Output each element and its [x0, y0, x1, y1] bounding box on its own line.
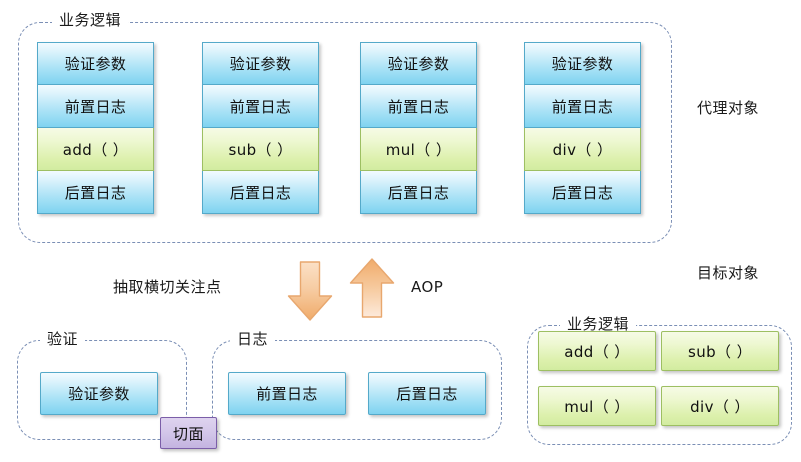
validate-group [17, 340, 187, 440]
cell-after-log[interactable]: 后置日志 [360, 171, 477, 214]
cell-after-log[interactable]: 后置日志 [524, 171, 641, 214]
cell-validate-params[interactable]: 验证参数 [360, 42, 477, 85]
proxy-group-label: 业务逻辑 [52, 12, 129, 29]
aspect-badge[interactable]: 切面 [160, 417, 217, 449]
proxy-column-add: 验证参数 前置日志 add（ ） 后置日志 [37, 42, 154, 214]
cell-validate-params[interactable]: 验证参数 [202, 42, 319, 85]
cell-before-log[interactable]: 前置日志 [360, 85, 477, 128]
cell-after-log[interactable]: 后置日志 [202, 171, 319, 214]
proxy-column-div: 验证参数 前置日志 div（ ） 后置日志 [524, 42, 641, 214]
proxy-column-mul: 验证参数 前置日志 mul（ ） 后置日志 [360, 42, 477, 214]
cell-method-sub[interactable]: sub（ ） [202, 128, 319, 171]
aop-label: AOP [411, 278, 444, 296]
up-arrow-icon [349, 258, 395, 318]
target-business-group [527, 325, 792, 445]
target-group-label: 业务逻辑 [560, 316, 637, 333]
proxy-object-title: 代理对象 [697, 99, 760, 117]
cell-after-log[interactable]: 后置日志 [37, 171, 154, 214]
cell-before-log[interactable]: 前置日志 [37, 85, 154, 128]
target-method-div[interactable]: div（ ） [661, 386, 779, 426]
target-method-sub[interactable]: sub（ ） [661, 331, 779, 371]
cell-before-log[interactable]: 前置日志 [524, 85, 641, 128]
log-group-label: 日志 [230, 331, 276, 348]
proxy-object-group [18, 22, 672, 243]
after-log-box[interactable]: 后置日志 [368, 372, 486, 415]
target-method-mul[interactable]: mul（ ） [538, 386, 656, 426]
validate-params-box[interactable]: 验证参数 [40, 372, 158, 415]
cell-before-log[interactable]: 前置日志 [202, 85, 319, 128]
target-method-add[interactable]: add（ ） [538, 331, 656, 371]
cell-validate-params[interactable]: 验证参数 [37, 42, 154, 85]
cell-method-mul[interactable]: mul（ ） [360, 128, 477, 171]
cell-validate-params[interactable]: 验证参数 [524, 42, 641, 85]
target-object-title: 目标对象 [697, 264, 760, 282]
extract-crosscut-label: 抽取横切关注点 [113, 278, 222, 296]
cell-method-add[interactable]: add（ ） [37, 128, 154, 171]
validate-group-label: 验证 [40, 331, 86, 348]
log-group [212, 340, 502, 440]
before-log-box[interactable]: 前置日志 [228, 372, 346, 415]
cell-method-div[interactable]: div（ ） [524, 128, 641, 171]
proxy-column-sub: 验证参数 前置日志 sub（ ） 后置日志 [202, 42, 319, 214]
down-arrow-icon [287, 261, 333, 321]
